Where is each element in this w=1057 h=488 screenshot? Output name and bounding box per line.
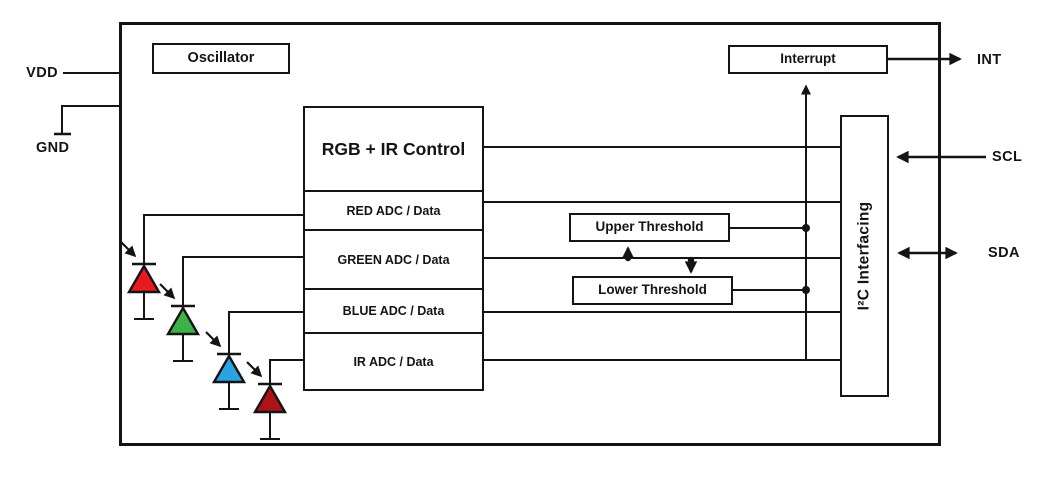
blue-photodiode — [205, 331, 247, 410]
pin-label-vdd: VDD — [26, 65, 58, 81]
adc-row-label: RED ADC / Data — [346, 203, 441, 218]
oscillator-label: Oscillator — [187, 49, 255, 66]
lower-threshold-block: Lower Threshold — [572, 276, 733, 305]
oscillator-block: Oscillator — [152, 43, 290, 74]
light-arrow-icon — [246, 361, 263, 378]
adc-row-green: GREEN ADC / Data — [305, 229, 482, 288]
adc-row-label: IR ADC / Data — [353, 354, 434, 369]
diode-triangle — [252, 383, 288, 414]
upper-threshold-block: Upper Threshold — [569, 213, 730, 242]
green-photodiode — [159, 283, 201, 362]
red-photodiode — [120, 241, 162, 320]
diode-triangle — [126, 263, 162, 294]
lower-threshold-label: Lower Threshold — [598, 282, 707, 298]
diode-triangle — [211, 353, 247, 384]
interrupt-label: Interrupt — [780, 51, 836, 67]
diode-triangle — [165, 305, 201, 336]
bus-wires — [483, 146, 841, 361]
i2c-label: I²C Interfacing — [855, 201, 873, 311]
ir-photodiode — [246, 361, 288, 440]
light-arrow-icon — [120, 241, 137, 258]
pin-label-scl: SCL — [992, 149, 1023, 165]
pin-label-int: INT — [977, 52, 1002, 68]
pin-label-gnd: GND — [36, 140, 70, 156]
threshold-compare-arrows — [621, 246, 698, 274]
junction-dot — [624, 254, 632, 262]
pin-label-sda: SDA — [988, 245, 1020, 261]
adc-row-ir: IR ADC / Data — [305, 332, 482, 389]
chip-outline — [119, 22, 941, 446]
adc-row-label: BLUE ADC / Data — [342, 304, 445, 318]
upper-threshold-label: Upper Threshold — [595, 219, 704, 235]
ground-symbol — [54, 105, 120, 136]
rgb-ir-control-block: RGB + IR Control RED ADC / Data GREEN AD… — [303, 106, 484, 391]
i2c-interfacing-block: I²C Interfacing — [840, 115, 889, 397]
control-label: RGB + IR Control — [321, 138, 466, 159]
control-header: RGB + IR Control — [305, 108, 482, 190]
interrupt-block: Interrupt — [728, 45, 888, 74]
light-arrow-icon — [159, 283, 176, 300]
adc-row-label: GREEN ADC / Data — [337, 252, 450, 267]
adc-row-blue: BLUE ADC / Data — [305, 288, 482, 332]
light-arrow-icon — [205, 331, 222, 348]
adc-row-red: RED ADC / Data — [305, 190, 482, 229]
junction-dot — [687, 256, 695, 264]
photodiode-wires — [143, 214, 304, 384]
